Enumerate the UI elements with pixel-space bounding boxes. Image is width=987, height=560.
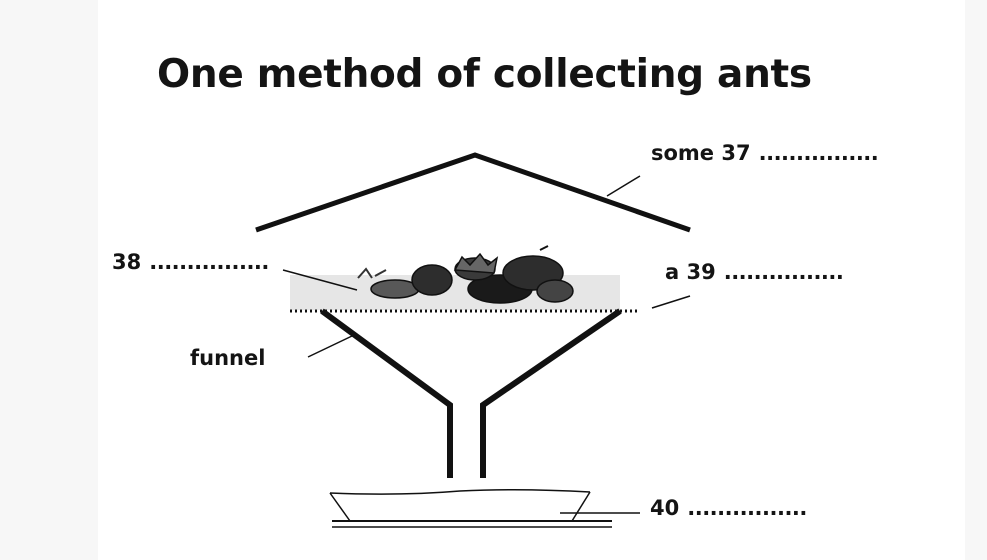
label-39-blank[interactable]: ................	[723, 260, 844, 284]
label-37-number: 37	[721, 141, 751, 165]
label-40-number: 40	[650, 496, 680, 520]
label-39-prefix: a	[665, 260, 680, 284]
cover-roof	[255, 152, 691, 233]
label-39-number: 39	[686, 260, 716, 284]
collecting-dish	[329, 488, 612, 528]
pointer-39	[651, 295, 691, 309]
left-margin-strip	[0, 0, 98, 560]
leaf-litter	[357, 245, 574, 304]
label-40: 40................	[650, 498, 807, 519]
label-38-blank[interactable]: ................	[149, 250, 269, 274]
label-37-blank[interactable]: ................	[758, 141, 879, 165]
label-37-prefix: some	[651, 141, 715, 165]
funnel-right-wall	[480, 308, 622, 478]
label-40-blank[interactable]: ................	[687, 496, 807, 520]
label-38: 38................	[112, 252, 269, 273]
diagram-title: One method of collecting ants	[157, 52, 812, 97]
label-38-number: 38	[112, 250, 142, 274]
label-39: a 39................	[665, 260, 844, 284]
label-funnel: funnel	[190, 346, 266, 370]
label-37: some 37................	[651, 141, 879, 165]
right-margin-strip	[965, 0, 987, 560]
funnel-left-wall	[320, 308, 453, 478]
pointer-37	[606, 175, 641, 197]
pointer-funnel	[307, 335, 353, 358]
pointer-38	[282, 269, 358, 291]
